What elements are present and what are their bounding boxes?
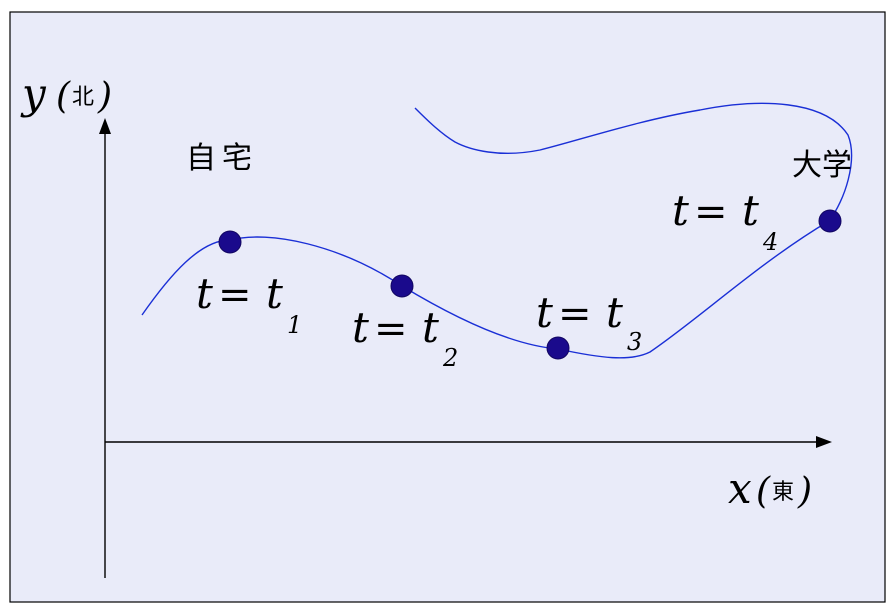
point-t1: [218, 230, 242, 254]
y-axis-unit: 北: [72, 85, 94, 110]
y-axis-paren-close: ): [97, 76, 112, 117]
svg-text:=: =: [218, 272, 252, 318]
y-axis-label: y ( 北 ): [20, 69, 112, 118]
svg-text:t: t: [196, 269, 213, 318]
point-t4: [818, 209, 842, 233]
x-axis-variable: x: [728, 464, 752, 513]
label-t4: t = t 4: [672, 186, 778, 256]
svg-text:t: t: [266, 269, 283, 318]
y-axis-variable: y: [20, 69, 47, 118]
x-axis-label: x ( 東 ): [728, 464, 812, 513]
university-label: 大学: [792, 148, 852, 183]
svg-text:=: =: [558, 291, 592, 337]
trajectory-path: [141, 102, 853, 359]
diagram-frame: [9, 11, 886, 603]
subscript: 3: [627, 328, 642, 356]
svg-text:t: t: [536, 288, 553, 337]
point-t3: [546, 336, 570, 360]
svg-text:t: t: [352, 303, 369, 352]
point-t2: [390, 274, 414, 298]
x-axis-unit: 東: [772, 480, 794, 505]
svg-text:t: t: [672, 186, 689, 235]
svg-text:t: t: [422, 303, 439, 352]
subscript: 4: [762, 228, 778, 256]
label-t3: t = t 3: [536, 288, 642, 356]
subscript: 1: [287, 311, 302, 339]
home-label: 自宅: [186, 141, 258, 176]
x-axis: [105, 436, 832, 448]
svg-text:=: =: [374, 306, 408, 352]
x-axis-paren-close: ): [797, 471, 812, 512]
y-axis-paren-open: (: [56, 76, 71, 117]
svg-text:=: =: [694, 189, 728, 235]
label-t2: t = t 2: [352, 303, 458, 372]
y-axis: [99, 118, 111, 578]
y-axis-arrowhead: [99, 118, 111, 134]
x-axis-paren-open: (: [756, 471, 771, 512]
svg-text:t: t: [606, 288, 623, 337]
svg-text:t: t: [742, 186, 759, 235]
subscript: 2: [442, 344, 458, 372]
label-t1: t = t 1: [196, 269, 302, 339]
x-axis-arrowhead: [816, 436, 832, 448]
